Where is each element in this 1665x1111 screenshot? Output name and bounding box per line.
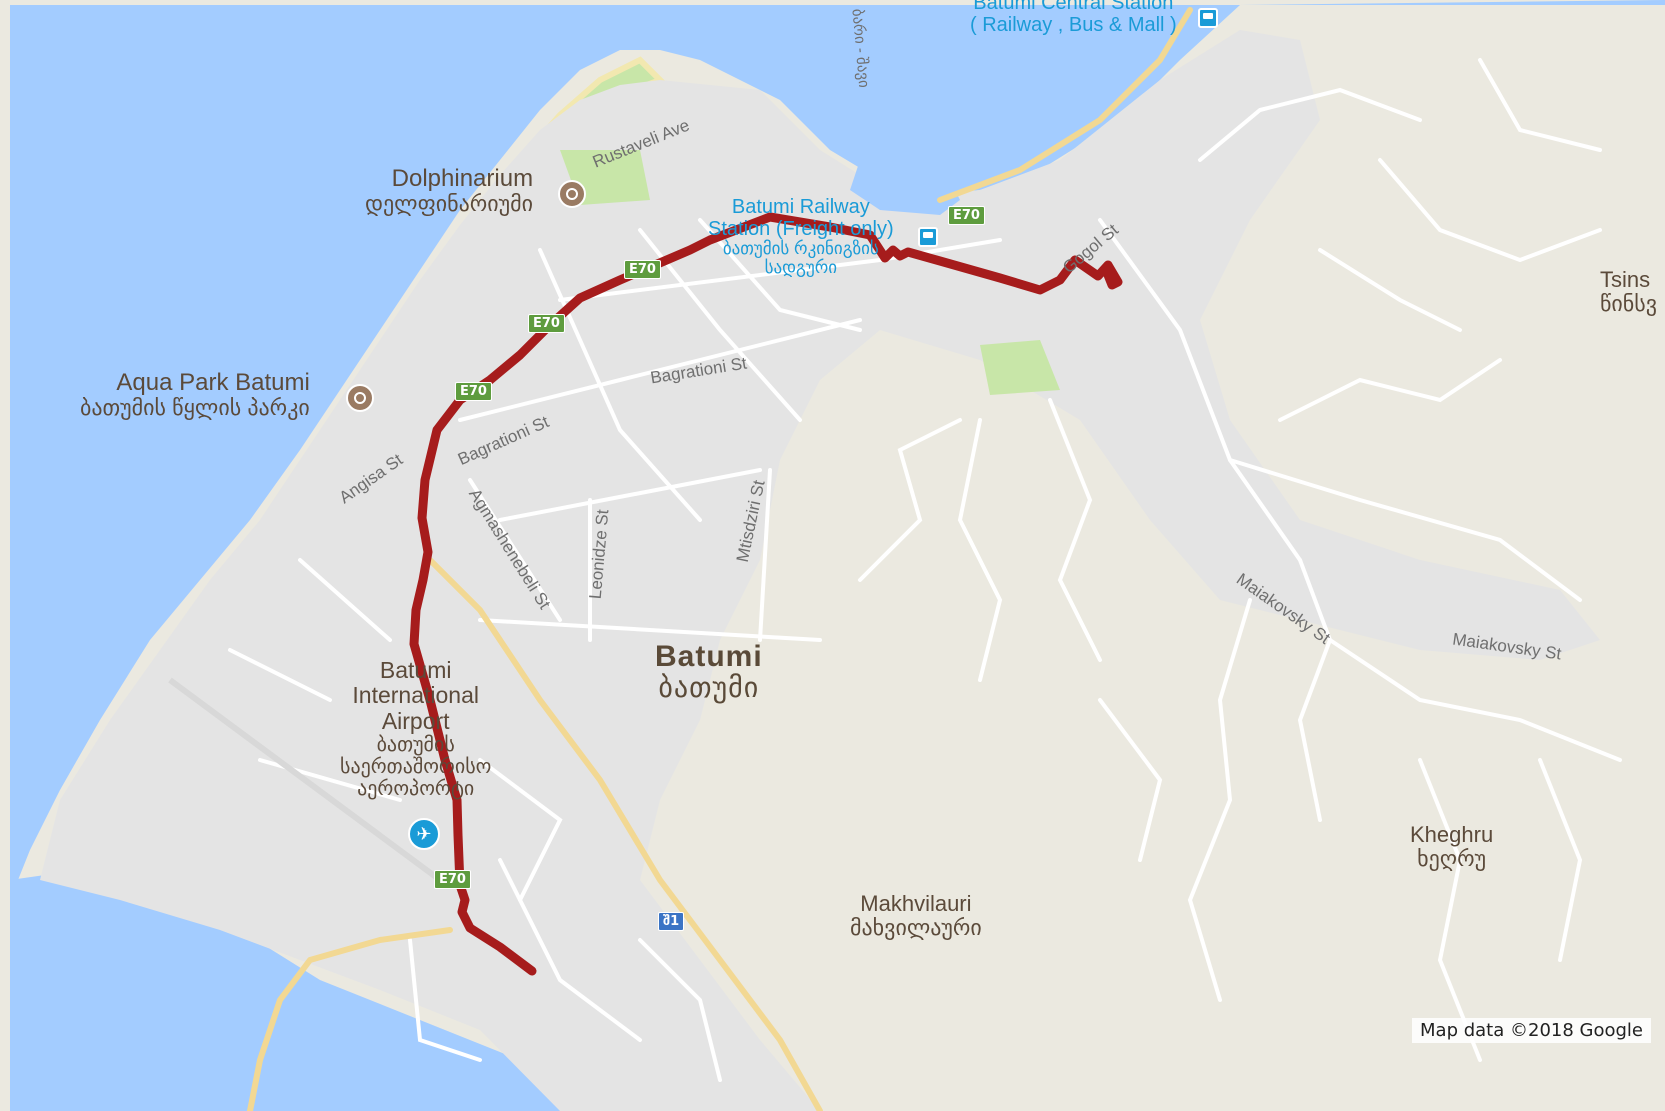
city-name-ka: ბათუმი bbox=[658, 672, 760, 703]
dolphinarium-name: Dolphinarium bbox=[391, 165, 534, 192]
makhvilauri-name-ka: მახვილაური bbox=[850, 915, 982, 941]
tsins-name-ka: წინსვ bbox=[1600, 291, 1658, 317]
highway-shield-e70: E70 bbox=[624, 260, 661, 279]
kheghru-label[interactable]: Kheghru ხეღრუ bbox=[1410, 822, 1494, 872]
map-attribution: Map data ©2018 Google bbox=[1412, 1018, 1651, 1043]
airport-line5-ka: საერთაშორისო bbox=[340, 755, 492, 778]
dolphinarium-camera-icon[interactable] bbox=[558, 180, 586, 208]
makhvilauri-label[interactable]: Makhvilauri მახვილაური bbox=[850, 891, 982, 941]
dolphinarium-label[interactable]: Dolphinarium დელფინარიუმი bbox=[365, 165, 534, 217]
railway-station-line1-ka: ბათუმის რკინიგზის bbox=[722, 239, 879, 258]
highways bbox=[247, 7, 1193, 1111]
railway-station-bus-icon[interactable] bbox=[918, 227, 938, 247]
highway-shield-e70: E70 bbox=[948, 206, 985, 225]
aqua-park-pin-icon[interactable] bbox=[346, 384, 374, 412]
railway-station-label[interactable]: Batumi Railway Station (Freight only) ბა… bbox=[708, 196, 894, 277]
central-station-line1: Batumi Central Station bbox=[973, 0, 1174, 14]
airport-runway bbox=[168, 677, 442, 883]
dolphinarium-name-ka: დელფინარიუმი bbox=[365, 191, 534, 217]
route-line bbox=[409, 212, 1123, 976]
highway-shield-e70: E70 bbox=[455, 382, 492, 401]
tsins-label[interactable]: Tsins წინსვ bbox=[1600, 267, 1658, 317]
railway-station-line1: Batumi Railway bbox=[731, 196, 870, 218]
airport-line6-ka: აეროპორტი bbox=[357, 777, 475, 800]
railway-station-line2: Station (Freight only) bbox=[708, 218, 894, 240]
highway-shield-e70: E70 bbox=[434, 870, 471, 889]
central-station-label[interactable]: Batumi Central Station ( Railway , Bus &… bbox=[970, 0, 1177, 36]
airport-line4-ka: ბათუმის bbox=[376, 733, 455, 756]
aqua-park-name-ka: ბათუმის წყლის პარკი bbox=[80, 395, 310, 421]
aqua-park-name: Aqua Park Batumi bbox=[116, 369, 310, 396]
central-station-bus-icon[interactable] bbox=[1198, 8, 1218, 28]
central-station-line2: ( Railway , Bus & Mall ) bbox=[970, 14, 1177, 36]
aqua-park-label[interactable]: Aqua Park Batumi ბათუმის წყლის პარკი bbox=[80, 369, 310, 421]
tsins-name: Tsins bbox=[1600, 267, 1651, 292]
kheghru-name-ka: ხეღრუ bbox=[1417, 846, 1487, 872]
port-basin bbox=[850, 160, 960, 215]
kheghru-name: Kheghru bbox=[1410, 822, 1494, 847]
airport-line2: International bbox=[352, 682, 479, 709]
city-label-batumi[interactable]: Batumi ბათუმი bbox=[655, 640, 763, 704]
airport-label[interactable]: Batumi International Airport ბათუმის საე… bbox=[340, 657, 492, 800]
airplane-icon[interactable]: ✈ bbox=[408, 818, 440, 850]
airport-line3: Airport bbox=[381, 707, 450, 734]
city-name: Batumi bbox=[655, 640, 763, 673]
highway-shield-e70: E70 bbox=[528, 314, 565, 333]
airport-line1: Batumi bbox=[379, 657, 452, 683]
minor-roads bbox=[228, 58, 1622, 1082]
railway-station-line2-ka: სადგური bbox=[764, 257, 838, 277]
park bbox=[980, 340, 1060, 395]
highway-shield-sh1: შ1 bbox=[658, 912, 685, 931]
sea bbox=[10, 0, 1665, 900]
makhvilauri-name: Makhvilauri bbox=[860, 891, 972, 916]
